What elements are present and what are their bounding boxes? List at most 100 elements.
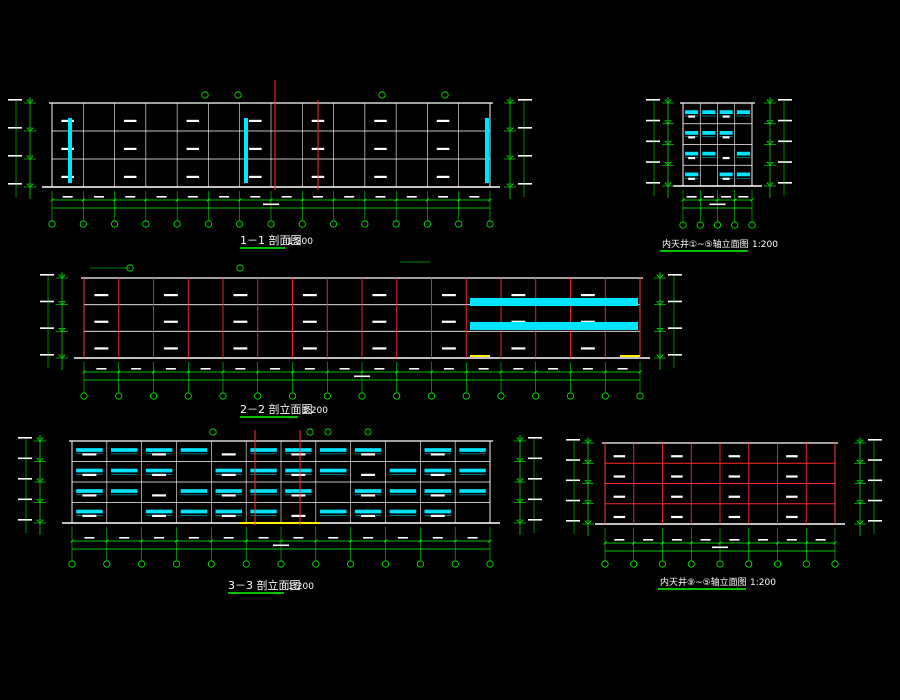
glazing-band [76, 468, 103, 473]
level-symbol [766, 99, 774, 104]
grid-axis-bubble [242, 560, 250, 568]
level-symbol [766, 120, 774, 125]
callout-bubble [234, 91, 242, 99]
glazing-band [719, 131, 733, 135]
dimension-text-mark [250, 196, 261, 198]
dimension-text-mark [438, 196, 449, 198]
grid-axis-bubble [601, 560, 609, 568]
room-label-mark [123, 175, 137, 178]
level-text-mark [668, 274, 682, 276]
glazing-band [180, 509, 208, 514]
dimension-tick [603, 370, 607, 374]
room-label-mark [372, 320, 387, 323]
room-label-mark [94, 320, 109, 323]
grid-axis-bubble [103, 560, 111, 568]
room-label-mark [688, 136, 696, 139]
grid-axis-bubble [416, 560, 424, 568]
dimension-text-mark [432, 537, 443, 539]
room-label-mark [671, 475, 683, 478]
grid-axis-bubble [142, 220, 150, 228]
dimension-text-mark [375, 196, 386, 198]
grid-axis-bubble [462, 392, 470, 400]
elev-2-2-geometry [40, 261, 682, 400]
level-symbol [516, 437, 524, 442]
level-text-mark [646, 161, 660, 163]
level-symbol [856, 439, 864, 444]
dimension-tick [383, 539, 388, 543]
glazing-band [685, 172, 699, 177]
dimension-tick [117, 370, 121, 374]
dimension-text-mark [119, 537, 130, 539]
grid-axis-bubble [48, 220, 56, 228]
grid-axis-bubble [288, 392, 297, 400]
room-label-mark [186, 147, 200, 150]
room-label-mark [291, 494, 306, 497]
dimension-tick [488, 539, 492, 543]
room-label-mark [374, 175, 387, 178]
room-label-mark [688, 156, 696, 160]
glazing-band [702, 151, 716, 156]
glazing-band [250, 489, 277, 493]
inner-court-a-geometry [646, 97, 792, 229]
room-label-mark [688, 177, 696, 180]
glazing-band [320, 509, 347, 514]
grid-axis-bubble [731, 221, 739, 229]
dimension-text-mark [270, 368, 281, 370]
level-text-mark [778, 140, 792, 143]
grid-axis-bubble [497, 392, 505, 400]
level-text-mark [566, 520, 580, 522]
room-label-mark [671, 515, 683, 519]
dimension-tick [360, 370, 364, 374]
dimension-tick [174, 539, 179, 543]
dimension-tick [681, 198, 685, 202]
dimension-tick [256, 370, 260, 374]
grid-axis-bubble [630, 560, 638, 568]
room-label-mark [671, 495, 683, 498]
dimension-tick [50, 198, 54, 202]
level-symbol [664, 141, 672, 145]
room-label-mark [94, 294, 109, 297]
dimension-tick [139, 539, 144, 543]
dimension-tick [144, 198, 148, 202]
glazing-band [180, 489, 208, 493]
dimension-tick [395, 370, 399, 374]
level-symbol [656, 354, 664, 359]
dimension-text-mark [344, 196, 355, 198]
dimension-text-mark [125, 196, 136, 198]
level-text-mark [868, 479, 882, 482]
dimension-tick [314, 539, 318, 543]
grid-axis-bubble [277, 560, 285, 568]
level-text-mark [778, 99, 792, 101]
drawing-section-1-1: 1－1 剖面图 1:200 [8, 80, 532, 249]
dimension-tick [456, 198, 461, 202]
grid-axis-bubble [658, 560, 667, 568]
level-symbol [584, 480, 592, 484]
grid-axis-bubble [831, 560, 839, 568]
glazing-band [111, 448, 138, 452]
level-symbol [36, 437, 44, 442]
level-text-mark [528, 478, 542, 480]
grid-axis-bubble [80, 392, 88, 400]
grid-axis-bubble [687, 560, 695, 568]
level-symbol [58, 354, 66, 359]
dimension-tick [464, 370, 468, 374]
level-text-mark [8, 127, 22, 129]
dimension-text-mark [729, 539, 740, 541]
room-label-mark [786, 455, 798, 458]
level-symbol [26, 127, 34, 132]
room-label-mark [436, 119, 450, 122]
glazing-band [736, 110, 750, 114]
dimension-text-mark [700, 539, 711, 541]
dimension-tick [715, 198, 720, 202]
level-symbol [516, 478, 524, 483]
room-label-mark [613, 515, 626, 519]
curtain-wall-band [470, 298, 638, 306]
room-label-mark [374, 119, 387, 122]
glazing-band [702, 131, 716, 135]
room-label-mark [580, 320, 595, 323]
grid-axis-bubble [679, 221, 687, 229]
room-label-mark [361, 453, 376, 456]
level-symbol [58, 328, 66, 332]
